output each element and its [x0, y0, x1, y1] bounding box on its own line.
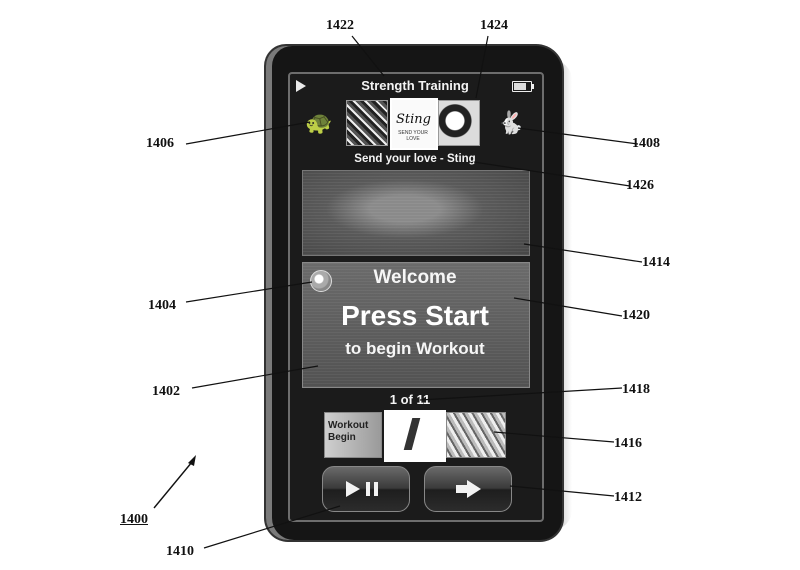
- callout-1404: 1404: [148, 298, 176, 314]
- callout-1416: 1416: [614, 436, 642, 452]
- callout-1418: 1418: [622, 382, 650, 398]
- callout-1426: 1426: [626, 178, 654, 194]
- callout-1422: 1422: [326, 18, 354, 34]
- callout-1424: 1424: [480, 18, 508, 34]
- callout-1412: 1412: [614, 490, 642, 506]
- figure-label: 1400: [120, 512, 148, 528]
- callout-1414: 1414: [642, 255, 670, 271]
- callout-1408: 1408: [632, 136, 660, 152]
- callout-1420: 1420: [622, 308, 650, 324]
- callout-1406: 1406: [146, 136, 174, 152]
- callout-1402: 1402: [152, 384, 180, 400]
- callout-1410: 1410: [166, 544, 194, 560]
